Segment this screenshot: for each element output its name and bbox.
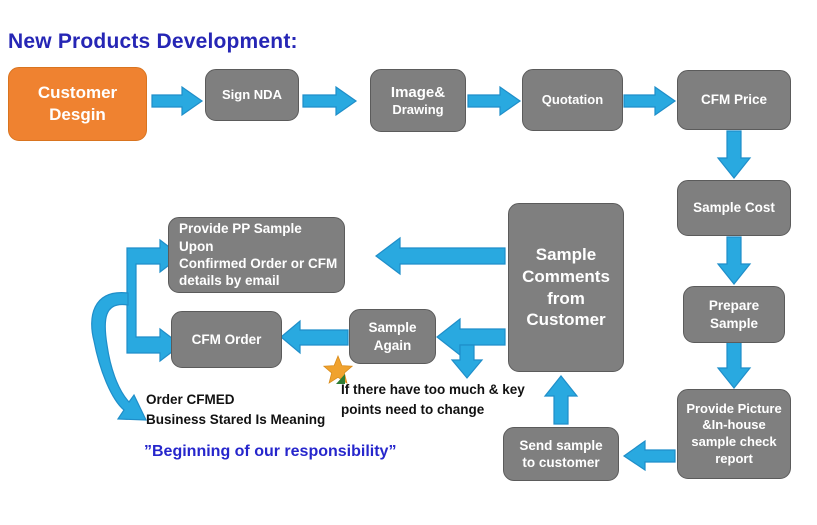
arrow-image-to-quotation: [467, 85, 522, 117]
arrow-prepare-to-providepicture: [716, 341, 752, 389]
node-quotation[interactable]: Quotation: [522, 69, 623, 131]
node-cfm-price-label: CFM Price: [700, 92, 768, 108]
node-provide-pp-sample[interactable]: Provide PP Sample Upon Confirmed Order o…: [168, 217, 345, 293]
arrow-providepicture-to-sendsample: [622, 439, 676, 472]
arrow-samplecost-to-prepare: [716, 236, 752, 285]
node-cfm-order[interactable]: CFM Order: [171, 311, 282, 368]
node-sample-cost-label: Sample Cost: [693, 200, 775, 216]
arrow-branch-down-to-note: [450, 344, 484, 379]
node-cfm-price[interactable]: CFM Price: [677, 70, 791, 130]
node-provide-pp-sample-label: Provide PP Sample Upon Confirmed Order o…: [179, 221, 338, 289]
node-sample-again[interactable]: Sample Again: [349, 309, 436, 364]
node-sign-nda-label: Sign NDA: [222, 86, 282, 102]
arrow-cfmprice-to-samplecost: [716, 130, 752, 179]
node-customer-design-label: Customer Desgin: [37, 83, 118, 124]
note-responsibility: ”Beginning of our responsibility”: [144, 443, 397, 460]
node-sample-cost[interactable]: Sample Cost: [677, 180, 791, 236]
node-provide-picture-report-label: Provide Picture &In-house sample check r…: [686, 400, 782, 466]
node-customer-design[interactable]: Customer Desgin: [8, 67, 147, 141]
node-prepare-sample[interactable]: Prepare Sample: [683, 286, 785, 343]
arrow-sampleagain-to-cfmorder: [280, 319, 349, 355]
node-provide-picture-report[interactable]: Provide Picture &In-house sample check r…: [677, 389, 791, 479]
node-image-drawing-label: Image& Drawing: [390, 83, 446, 117]
node-send-sample-to-customer[interactable]: Send sample to customer: [503, 427, 619, 481]
star-tail-icon: [336, 374, 345, 384]
arrow-curved-to-order-note: [91, 292, 147, 421]
node-sample-comments-label: Sample Comments from Customer: [522, 245, 610, 330]
note-order-cfmed: Order CFMED Business Stared Is Meaning: [146, 392, 326, 427]
node-image-drawing[interactable]: Image& Drawing: [370, 69, 466, 132]
node-sample-again-label: Sample Again: [368, 320, 417, 353]
node-prepare-sample-label: Prepare Sample: [708, 298, 760, 331]
arrow-nda-to-image: [302, 85, 358, 117]
note-change-points: If there have too much & key points need…: [341, 382, 525, 417]
node-sign-nda[interactable]: Sign NDA: [205, 69, 299, 121]
star-icon: [323, 355, 353, 384]
arrow-comments-to-sampleagain: [436, 317, 506, 357]
arrow-quotation-to-cfmprice: [623, 85, 677, 117]
node-quotation-label: Quotation: [541, 91, 604, 107]
arrow-sendsample-to-comments: [543, 375, 579, 425]
arrow-comments-to-providepp: [375, 236, 506, 276]
node-send-sample-label: Send sample to customer: [519, 437, 603, 470]
page-title: New Products Development:: [8, 30, 298, 53]
node-cfm-order-label: CFM Order: [191, 331, 262, 347]
node-sample-comments-from-customer[interactable]: Sample Comments from Customer: [508, 203, 624, 372]
arrow-customer-to-nda: [151, 85, 204, 117]
